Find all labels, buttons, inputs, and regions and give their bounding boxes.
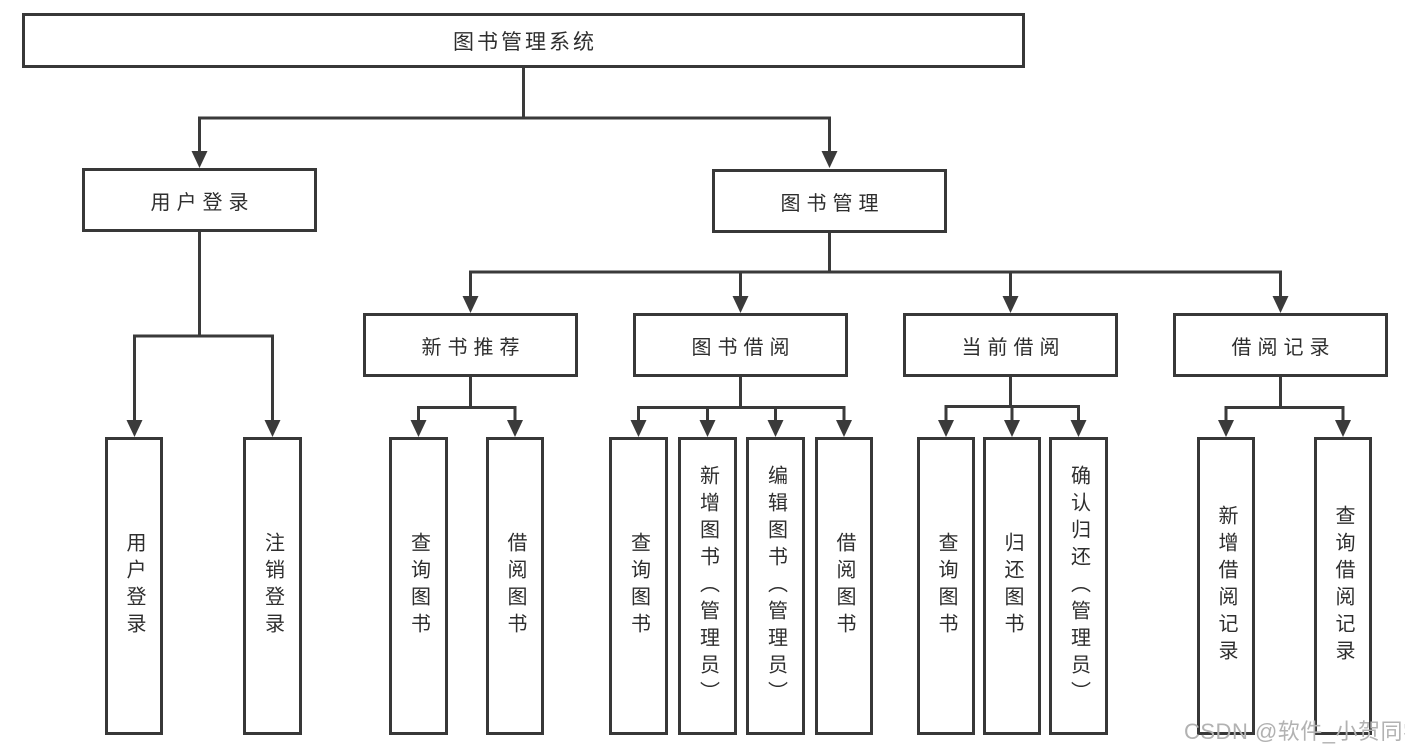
arrow-down-icon — [462, 296, 479, 313]
node-user-login: 用户登录 — [82, 168, 317, 232]
node-label-borrow-records: 借阅记录 — [1231, 336, 1336, 359]
node-leaf-edit-book: 编辑图书（管理员） — [746, 437, 805, 735]
node-label-leaf-logout: 注销登录 — [261, 532, 284, 640]
arrow-down-icon — [699, 420, 716, 437]
node-label-leaf-query-book-3: 查询图书 — [935, 532, 957, 640]
arrow-down-icon — [1272, 296, 1289, 313]
node-label-leaf-borrow-book-1: 借阅图书 — [504, 532, 526, 640]
arrow-down-icon — [938, 420, 954, 437]
node-label-leaf-edit-book: 编辑图书（管理员） — [764, 464, 787, 708]
arrow-down-icon — [1218, 420, 1234, 437]
arrow-down-icon — [264, 420, 281, 437]
arrow-down-icon — [630, 420, 647, 437]
arrow-down-icon — [507, 420, 523, 437]
node-current-borrow: 当前借阅 — [903, 313, 1118, 377]
edge-lines — [133, 68, 1345, 424]
arrow-down-icon — [836, 420, 852, 437]
node-new-book-rec: 新书推荐 — [363, 313, 578, 377]
node-book-borrow: 图书借阅 — [633, 313, 848, 377]
node-root: 图书管理系统 — [22, 13, 1025, 68]
node-label-leaf-query-book-1: 查询图书 — [407, 532, 430, 640]
arrow-down-icon — [410, 420, 427, 437]
node-leaf-borrow-book-1: 借阅图书 — [486, 437, 544, 735]
node-label-leaf-add-record: 新增借阅记录 — [1215, 505, 1237, 667]
node-label-book-borrow: 图书借阅 — [691, 336, 796, 359]
node-label-new-book-rec: 新书推荐 — [421, 336, 526, 359]
node-leaf-user-login: 用户登录 — [105, 437, 163, 735]
node-leaf-query-book-2: 查询图书 — [609, 437, 668, 735]
node-leaf-logout: 注销登录 — [243, 437, 302, 735]
arrow-down-icon — [1335, 420, 1351, 437]
node-leaf-query-record: 查询借阅记录 — [1314, 437, 1372, 735]
node-label-leaf-add-book: 新增图书（管理员） — [696, 464, 719, 708]
node-label-leaf-user-login: 用户登录 — [123, 532, 145, 640]
node-leaf-query-book-1: 查询图书 — [389, 437, 448, 735]
watermark: CSDN @软件_小贺同学 — [1184, 719, 1405, 744]
node-leaf-add-record: 新增借阅记录 — [1197, 437, 1255, 735]
node-leaf-confirm-return: 确认归还（管理员） — [1049, 437, 1108, 735]
node-label-user-login: 用户登录 — [150, 191, 255, 214]
arrow-down-icon — [191, 151, 208, 168]
arrow-down-icon — [767, 420, 784, 437]
connector-path — [133, 68, 1345, 424]
node-leaf-add-book: 新增图书（管理员） — [678, 437, 737, 735]
arrow-down-icon — [126, 420, 143, 437]
node-borrow-records: 借阅记录 — [1173, 313, 1388, 377]
node-label-book-mgmt: 图书管理 — [780, 192, 885, 215]
arrowhead-icons — [126, 151, 1351, 437]
node-leaf-borrow-book-2: 借阅图书 — [815, 437, 873, 735]
arrow-down-icon — [821, 151, 838, 168]
node-label-leaf-confirm-return: 确认归还（管理员） — [1067, 464, 1090, 708]
node-label-leaf-borrow-book-2: 借阅图书 — [833, 532, 855, 640]
node-label-leaf-query-book-2: 查询图书 — [627, 532, 650, 640]
node-book-mgmt: 图书管理 — [712, 169, 947, 233]
arrow-down-icon — [1070, 420, 1087, 437]
node-label-current-borrow: 当前借阅 — [961, 336, 1066, 359]
arrow-down-icon — [1002, 296, 1019, 313]
node-label-leaf-query-record: 查询借阅记录 — [1332, 505, 1354, 667]
node-label-leaf-return-book: 归还图书 — [1001, 532, 1023, 640]
arrow-down-icon — [732, 296, 749, 313]
arrow-down-icon — [1004, 420, 1020, 437]
node-leaf-return-book: 归还图书 — [983, 437, 1041, 735]
node-label-root: 图书管理系统 — [453, 30, 597, 54]
node-leaf-query-book-3: 查询图书 — [917, 437, 975, 735]
